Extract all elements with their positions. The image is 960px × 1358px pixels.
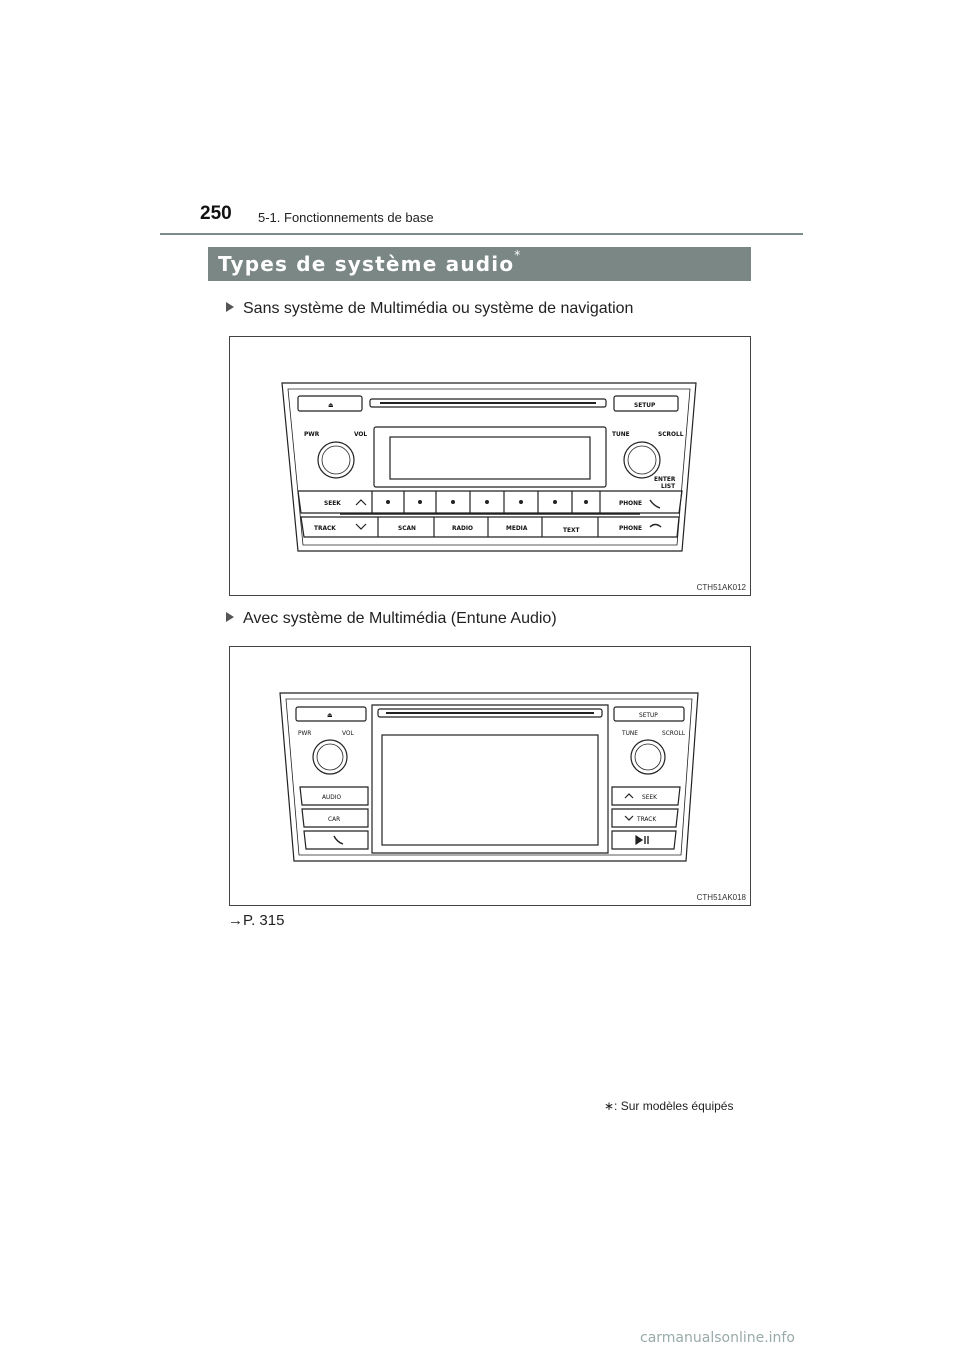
phone-label-2: PHONE — [619, 524, 642, 532]
track-label: TRACK — [314, 524, 336, 532]
eject-icon: ⏏ — [327, 711, 333, 719]
setup-label: SETUP — [639, 711, 658, 719]
track-label: TRACK — [636, 815, 656, 823]
eject-icon: ⏏ — [328, 401, 334, 409]
tune-label: TUNE — [612, 430, 630, 438]
triangle-bullet-icon — [226, 302, 234, 312]
section-title-text: Types de système audio — [218, 252, 515, 276]
header-rule — [160, 233, 803, 235]
figure-audio-unit-basic: ⏏ SETUP PWR VOL TUNE SCROLL ENTER LIST S… — [229, 336, 751, 596]
seek-label: SEEK — [642, 793, 657, 801]
figure-audio-unit-entune: ⏏ SETUP PWR VOL TUNE SCROLL AUDIO CAR SE… — [229, 646, 751, 906]
media-label: MEDIA — [506, 524, 528, 532]
page-reference-link[interactable]: →P. 315 — [228, 912, 285, 929]
tune-label: TUNE — [621, 729, 638, 737]
vol-label: VOL — [354, 430, 367, 438]
section-label: 5-1. Fonctionnements de base — [258, 210, 434, 225]
triangle-bullet-icon — [226, 612, 234, 622]
list-label: LIST — [661, 482, 675, 490]
figure-code: CTH51AK018 — [696, 893, 746, 902]
page-number: 250 — [200, 203, 232, 224]
seek-label: SEEK — [324, 499, 341, 507]
pwr-label: PWR — [304, 430, 320, 438]
section-title: Types de système audio* — [218, 248, 522, 276]
enter-label: ENTER — [654, 475, 676, 483]
phone-label: PHONE — [619, 499, 642, 507]
equipped-mark: * — [514, 248, 522, 262]
audio-unit-entune-illustration: ⏏ SETUP PWR VOL TUNE SCROLL AUDIO CAR SE… — [279, 692, 699, 862]
audio-label: AUDIO — [322, 793, 342, 801]
pwr-label: PWR — [298, 729, 311, 737]
setup-label: SETUP — [634, 401, 656, 409]
footnote: ∗: Sur modèles équipés — [604, 1099, 734, 1113]
bullet-without-multimedia: Sans système de Multimédia ou système de… — [226, 300, 633, 318]
watermark: carmanualsonline.info — [640, 1330, 795, 1346]
text-label: TEXT — [563, 526, 580, 534]
scan-label: SCAN — [398, 524, 416, 532]
bullet-text: Avec système de Multimédia (Entune Audio… — [243, 610, 557, 627]
figure-code: CTH51AK012 — [696, 583, 746, 592]
title-bar: Types de système audio* — [208, 247, 751, 281]
car-label: CAR — [328, 815, 340, 823]
vol-label: VOL — [342, 729, 354, 737]
scroll-label: SCROLL — [658, 430, 684, 438]
audio-unit-basic-illustration: ⏏ SETUP PWR VOL TUNE SCROLL ENTER LIST S… — [281, 382, 697, 552]
bullet-with-multimedia: Avec système de Multimédia (Entune Audio… — [226, 610, 557, 628]
scroll-label: SCROLL — [662, 729, 686, 737]
radio-label: RADIO — [452, 524, 473, 532]
bullet-text: Sans système de Multimédia ou système de… — [243, 300, 634, 317]
